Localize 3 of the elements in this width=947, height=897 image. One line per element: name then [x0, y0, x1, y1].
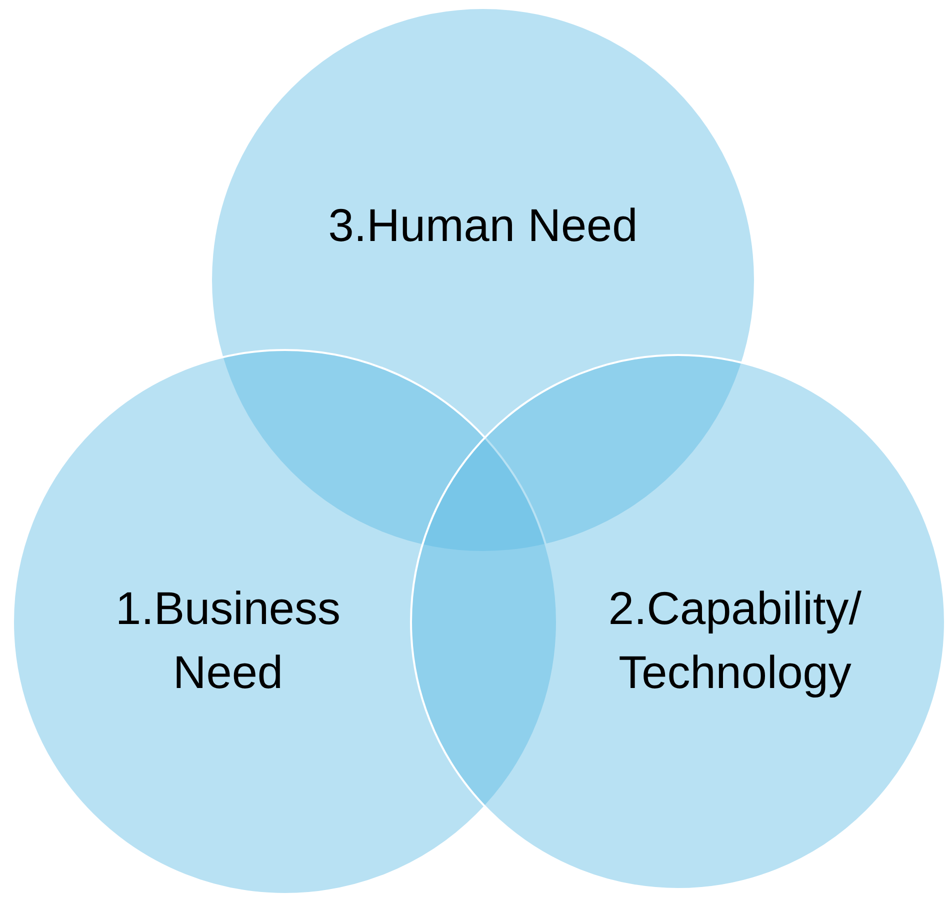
- circle-label: 2.Capability/ Technology: [607, 581, 863, 700]
- circle-label: 3.Human Need: [327, 198, 639, 253]
- circle-label: 1.Business Need: [114, 581, 342, 700]
